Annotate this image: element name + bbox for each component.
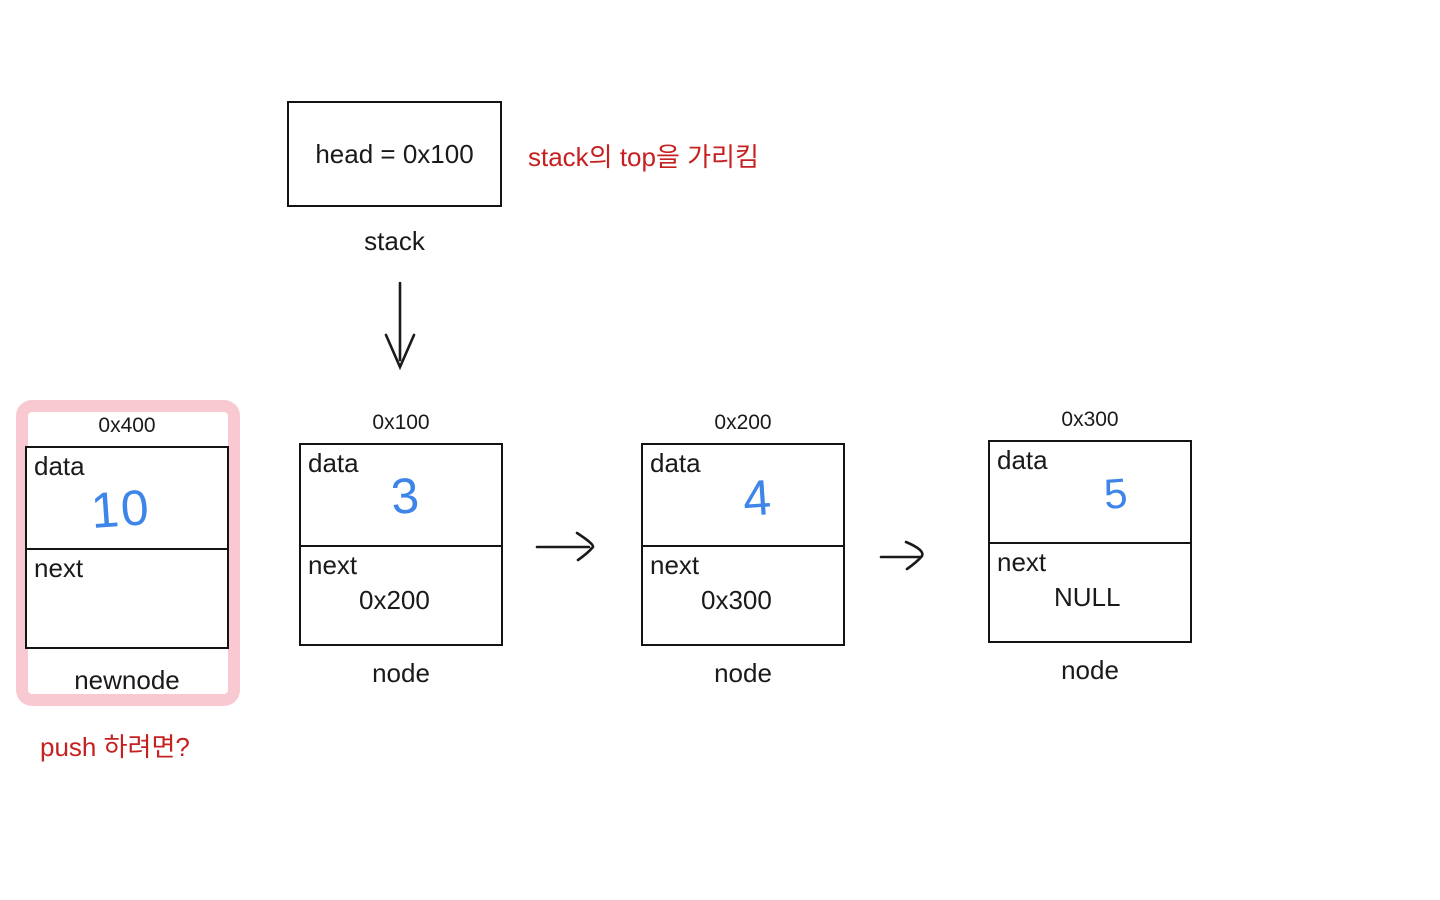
data-field-label: data xyxy=(997,445,1048,475)
node-caption: node xyxy=(1061,655,1119,685)
arrow-right-icon xyxy=(535,531,595,562)
head-annotation-text: stack의 top을 가리킴 xyxy=(528,142,759,172)
next-cell: next NULL xyxy=(990,544,1190,641)
node-address: 0x400 xyxy=(98,414,156,437)
node-caption: newnode xyxy=(74,665,180,695)
data-cell: data 10 xyxy=(27,448,227,550)
next-cell: next 0x200 xyxy=(301,547,501,644)
stack-caption: stack xyxy=(364,226,425,256)
push-question-text: push 하려면? xyxy=(40,732,190,762)
next-field-label: next xyxy=(997,547,1047,577)
node-caption: node xyxy=(714,658,772,688)
head-pointer-box: head = 0x100 xyxy=(287,101,502,207)
node-box: data 4 next 0x300 xyxy=(641,443,845,646)
arrow-right-icon xyxy=(879,540,924,571)
node-0x100-group: 0x100 data 3 next 0x200 node xyxy=(299,411,503,689)
newnode-group: 0x400 data 10 next newnode xyxy=(25,414,229,696)
next-field-label: next xyxy=(34,553,84,583)
node-box: data 10 next xyxy=(25,446,229,649)
node-0x200-group: 0x200 data 4 next 0x300 node xyxy=(641,411,845,689)
node-address: 0x100 xyxy=(372,411,430,434)
data-cell: data 5 xyxy=(990,442,1190,544)
node-address: 0x300 xyxy=(1061,408,1119,431)
data-cell: data 3 xyxy=(301,445,501,547)
data-value-handwritten: 5 xyxy=(1102,469,1131,518)
data-field-label: data xyxy=(34,451,85,481)
data-value-handwritten: 4 xyxy=(741,469,775,527)
data-field-label: data xyxy=(650,448,701,478)
data-field-label: data xyxy=(308,448,359,478)
data-value-handwritten: 10 xyxy=(89,478,153,540)
next-field-label: next xyxy=(308,550,358,580)
next-value: 0x300 xyxy=(701,585,772,615)
data-cell: data 4 xyxy=(643,445,843,547)
node-address: 0x200 xyxy=(714,411,772,434)
next-value: 0x200 xyxy=(359,585,430,615)
next-field-label: next xyxy=(650,550,700,580)
node-box: data 5 next NULL xyxy=(988,440,1192,643)
arrow-down-icon xyxy=(384,281,416,371)
data-value-handwritten: 3 xyxy=(389,467,423,525)
node-box: data 3 next 0x200 xyxy=(299,443,503,646)
head-pointer-label: head = 0x100 xyxy=(315,138,474,169)
next-value: NULL xyxy=(1054,582,1121,612)
next-cell: next xyxy=(27,550,227,647)
next-cell: next 0x300 xyxy=(643,547,843,644)
node-caption: node xyxy=(372,658,430,688)
node-0x300-group: 0x300 data 5 next NULL node xyxy=(988,408,1192,686)
